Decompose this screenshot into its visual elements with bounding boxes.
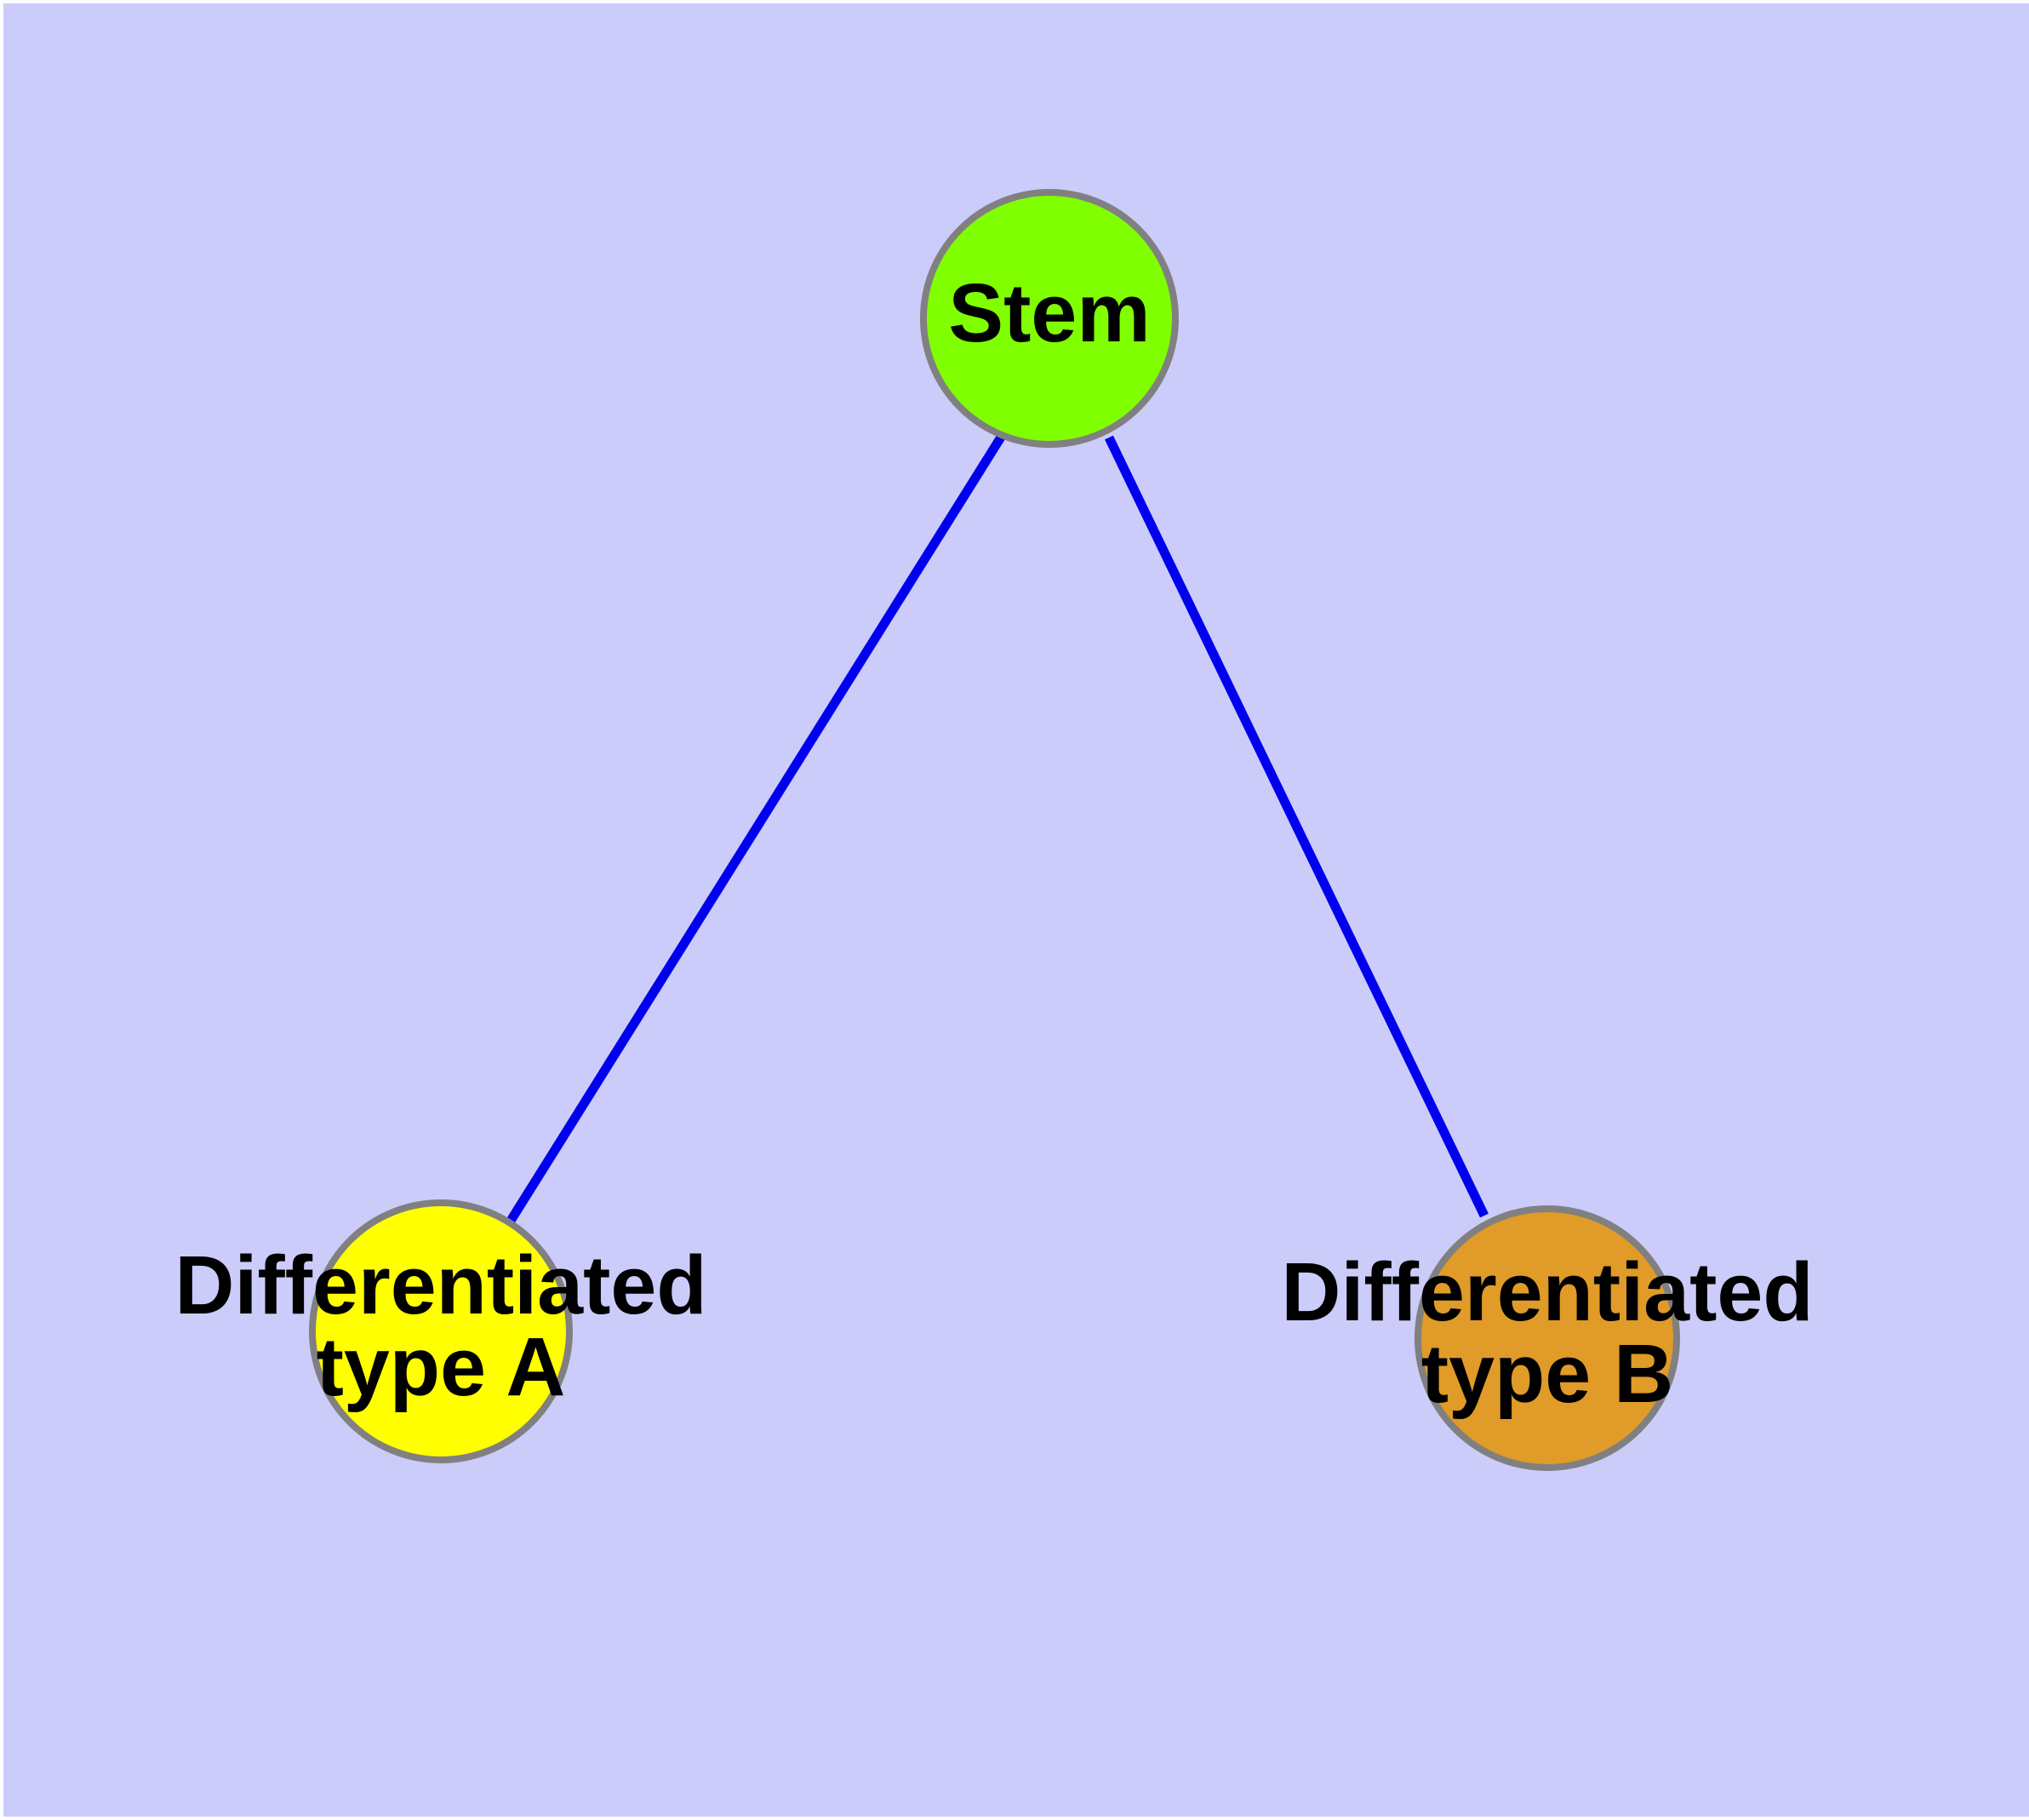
node-label-stem: Stem: [948, 266, 1150, 359]
node-differentiated-type-b[interactable]: [1415, 1205, 1680, 1471]
node-stem[interactable]: [920, 189, 1179, 448]
node-differentiated-type-a[interactable]: [309, 1199, 573, 1463]
edge-layer: [506, 433, 1489, 1223]
node-layer: [309, 189, 1680, 1471]
edge-stem-to-differentiated-type-b[interactable]: [1105, 435, 1489, 1218]
edge-stem-to-differentiated-type-a[interactable]: [506, 433, 1006, 1223]
